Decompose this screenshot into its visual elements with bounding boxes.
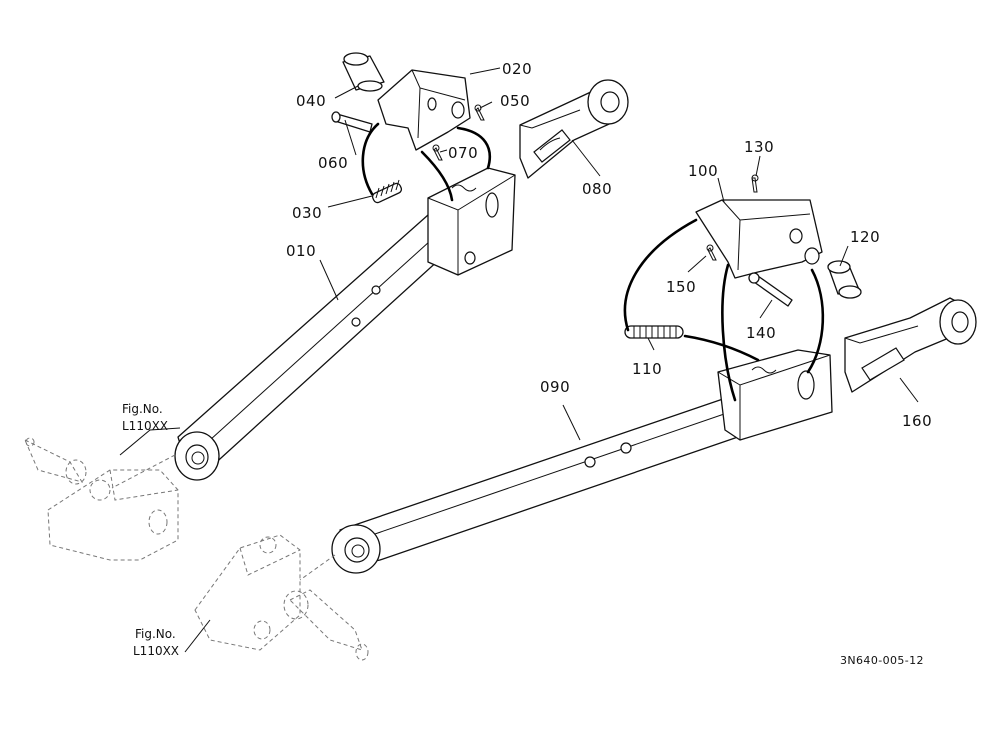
latch-bracket-020 (377, 69, 471, 151)
figref-left-line1: Fig.No. (122, 402, 163, 416)
connect-leader-right (299, 554, 336, 581)
label-080: 080 (582, 180, 612, 198)
clip-130 (751, 174, 759, 193)
connect-leader-left (111, 454, 176, 489)
assembly-arrow-right-1 (623, 218, 698, 332)
assembly-arrow-left-2 (420, 150, 454, 202)
label-020: 020 (502, 60, 532, 78)
latch-bracket-100 (695, 199, 823, 279)
spring-030 (371, 179, 403, 204)
label-040: 040 (296, 92, 326, 110)
swivel-end-080 (519, 79, 629, 179)
figref-right-line2: L110XX (133, 644, 179, 658)
spring-110 (624, 325, 684, 339)
label-160: 160 (902, 412, 932, 430)
pin-120 (827, 260, 862, 299)
assembly-arrow-right-2 (683, 334, 760, 362)
leader-lines (119, 67, 919, 653)
clip-050 (474, 104, 485, 121)
label-010: 010 (286, 242, 316, 260)
label-050: 050 (500, 92, 530, 110)
label-070: 070 (448, 144, 478, 162)
figref-right-line1: Fig.No. (135, 627, 176, 641)
assembly-arrow-left-3 (456, 126, 492, 170)
pin-040 (342, 52, 385, 92)
label-130: 130 (744, 138, 774, 156)
figref-left-line2: L110XX (122, 419, 168, 433)
label-060: 060 (318, 154, 348, 172)
link-bracket-left (427, 167, 516, 276)
pin-140 (748, 272, 793, 307)
drawing-code: 3N640-005-12 (840, 654, 924, 667)
label-100: 100 (688, 162, 718, 180)
attach-bracket-left (24, 437, 179, 561)
clip-150 (706, 244, 717, 261)
label-140: 140 (746, 324, 776, 342)
attach-bracket-right (194, 534, 369, 661)
label-120: 120 (850, 228, 880, 246)
lower-link-left (174, 214, 461, 481)
assembly-arrow-right-4 (806, 268, 825, 374)
assembly-arrow-left-1 (361, 122, 380, 196)
swivel-end-160 (844, 297, 977, 393)
label-150: 150 (666, 278, 696, 296)
label-110: 110 (632, 360, 662, 378)
assembly-arrow-right-3 (721, 263, 737, 402)
label-090: 090 (540, 378, 570, 396)
label-030: 030 (292, 204, 322, 222)
link-bracket-right (717, 349, 833, 441)
clip-070 (432, 144, 443, 161)
pin-060 (331, 111, 373, 133)
lower-link-right (331, 379, 791, 574)
